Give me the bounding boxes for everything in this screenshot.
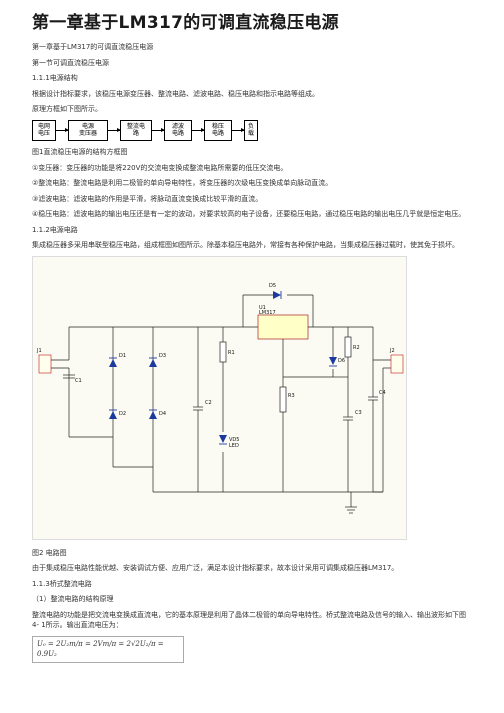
label-j2: J2 [389,348,395,354]
figure-caption: 图2 电路图 [32,548,67,557]
arrow [56,127,69,132]
section-heading: 1.1.1电源结构 [32,74,78,83]
circuit-schematic: D1 D3 D2 D4 D5 D6 U1 LM317 R1 R2 R3 C1 C… [32,255,407,540]
paragraph: ③滤波电路：滤波电路的作用是平滑，将脉动直流变换成比较平滑的直流。 [32,194,263,203]
label-d3: D3 [159,353,166,359]
paragraph: ①变压器：变压器的功能是将220V的交流电变换成整流电路所需要的低压交流电。 [32,163,288,172]
arrow [108,127,121,132]
schematic-drawing: D1 D3 D2 D4 D5 D6 U1 LM317 R1 R2 R3 C1 C… [36,283,404,514]
article: 第一章基于LM317的可调直流稳压电源 第一章基于LM317的可调直流稳压电源 … [32,12,472,663]
block-transformer: 电源变压器 [68,119,108,142]
label-d2: D2 [119,411,126,417]
arrow [152,127,165,132]
paragraph: 整流电路的功能是把交流电变换成直流电，它的基本原理是利用了晶体二极管的单向导电特… [32,610,466,630]
formula-text: U₀ = 2U₂m/π = 2Vm/π = 2√2U₂/π = 0.9U₂ [37,639,164,659]
label-c3: C3 [355,410,362,416]
paragraph: ④稳压电路：滤波电路的输出电压还是有一定的波动，对要求较高的电子设备，还要稳压电… [32,210,466,219]
label-j1: J1 [36,348,42,354]
label-u1-part: LM317 [259,310,276,316]
label-r3: R3 [288,393,295,399]
block-rectifier: 整流电路 [120,119,152,142]
paragraph: 根据设计指标要求，该稳压电源变压器、整流电路、滤波电路、稳压电路和指示电路等组成… [32,89,319,98]
section-heading: 1.1.2电源电路 [32,225,78,234]
paragraph: （1）整流电路的结构原理 [32,595,114,604]
section-heading: 1.1.3桥式整流电路 [32,579,92,588]
page-title: 第一章基于LM317的可调直流稳压电源 [32,13,339,33]
label-r2: R2 [353,345,360,351]
block-diagram: 电网电压 电源变压器 整流电路 滤波电路 稳压电路 负载 [32,119,472,142]
paragraph: ②整流电路：整流电路是利用二极管的单向导电特性，将变压器的次级电压变换成单向脉动… [32,179,333,188]
label-d4: D4 [159,411,166,417]
label-u1: U1 [259,305,266,311]
paragraph: 集成稳压器多采用串联型稳压电路，组成框图如图所示。除基本稳压电路外，常接有各种保… [32,241,459,250]
paragraph: 第一章基于LM317的可调直流稳压电源 [32,43,154,52]
block-filter: 滤波电路 [164,119,192,142]
label-d6: D6 [338,358,345,364]
block-regulator: 稳压电路 [204,119,232,142]
block-load: 负载 [244,119,258,142]
label-led: LED [229,443,239,449]
paragraph: 原理方框如下图所示。 [32,105,102,114]
label-led-ref: VD5 [229,437,239,443]
paragraph: 第一节可调直流稳压电源 [32,58,109,67]
formula-box: U₀ = 2U₂m/π = 2Vm/π = 2√2U₂/π = 0.9U₂ [32,635,184,663]
label-r1: R1 [228,350,235,356]
paragraph: 由于集成稳压电路性能优越、安装调试方便、应用广泛，满足本设计指标要求，故本设计采… [32,564,399,573]
label-c1: C1 [75,378,82,384]
label-c4: C4 [379,390,386,396]
figure-caption: 图1直流稳压电源的结构方框图 [32,148,128,157]
label-d5: D5 [269,283,276,289]
arrow [192,127,205,132]
block-grid-voltage: 电网电压 [32,119,56,142]
label-d1: D1 [119,353,126,359]
arrow [232,127,245,132]
label-c2: C2 [205,400,212,406]
